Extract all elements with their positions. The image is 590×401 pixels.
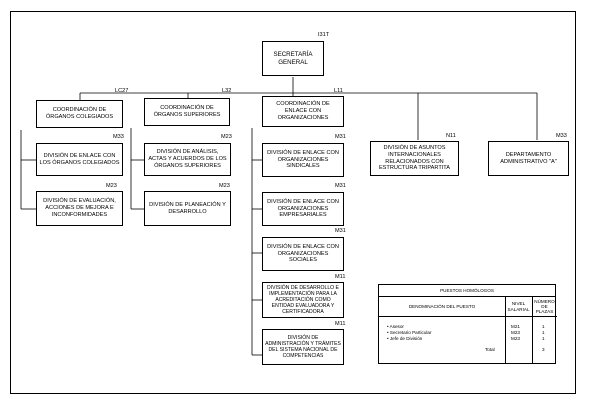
box-div-evaluacion[interactable]: DIVISIÓN DE EVALUACIÓN, ACCIONES DE MEJO… [36, 191, 123, 226]
code-div-analisis-actas: M23 [221, 134, 232, 140]
box-div-sindicales[interactable]: DIVISIÓN DE ENLACE CON ORGANIZACIONES SI… [262, 143, 344, 177]
puestos-homologos-table: PUESTOS HOMÓLOGOS DENOMINACIÓN DEL PUEST… [378, 284, 557, 364]
box-div-sociales[interactable]: DIVISIÓN DE ENLACE CON ORGANIZACIONES SO… [262, 237, 344, 271]
code-div-planeacion: M23 [219, 183, 230, 189]
root-box-secretaria-general[interactable]: SECRETARÍA GENERAL [262, 41, 324, 76]
box-depto-administrativo[interactable]: DEPARTAMENTO ADMINISTRATIVO "A" [488, 141, 569, 176]
level1-code-enlace: L11 [334, 88, 343, 94]
label-div-planeacion: DIVISIÓN DE PLANEACIÓN Y DESARROLLO [149, 201, 226, 215]
label-coord-organos-superiores: COORDINACIÓN DE ÓRGANOS SUPERIORES [153, 105, 221, 118]
row-nivel: M23 [511, 330, 520, 335]
table-row: • Asesor M21 1 [379, 324, 555, 330]
label-div-sociales: DIVISIÓN DE ENLACE CON ORGANIZACIONES SO… [267, 243, 339, 264]
label-depto-administrativo: DEPARTAMENTO ADMINISTRATIVO "A" [500, 151, 557, 165]
box-div-enlace-colegiados[interactable]: DIVISIÓN DE ENLACE CON LOS ÓRGANOS COLEG… [36, 143, 123, 176]
level1-code-colegiados: LC27 [115, 88, 129, 94]
table-total-row: Total 3 [379, 347, 555, 353]
total-label: Total [485, 347, 495, 352]
level1-code-administrativo: M33 [556, 133, 567, 139]
label-div-evaluacion: DIVISIÓN DE EVALUACIÓN, ACCIONES DE MEJO… [43, 198, 116, 218]
label-div-enlace-colegiados: DIVISIÓN DE ENLACE CON LOS ÓRGANOS COLEG… [39, 152, 120, 166]
label-div-administracion: DIVISIÓN DE ADMINISTRACIÓN Y TRÁMITES DE… [265, 334, 341, 360]
header-denominacion: DENOMINACIÓN DEL PUESTO [379, 297, 505, 317]
label-coord-organos-colegiados: COORDINACIÓN DE ÓRGANOS COLEGIADOS [45, 107, 114, 120]
box-coord-enlace-organizaciones[interactable]: COORDINACIÓN DE ENLACE CON ORGANIZACIONE… [262, 96, 344, 127]
table-row: • Jefe de División M23 1 [379, 336, 555, 342]
code-div-administracion: M11 [335, 321, 346, 327]
level1-code-internacionales: N11 [446, 133, 456, 139]
table-title: PUESTOS HOMÓLOGOS [379, 285, 555, 297]
code-div-evaluacion: M23 [106, 183, 117, 189]
row-plazas: 1 [542, 336, 545, 341]
code-div-sociales: M31 [335, 228, 346, 234]
row-plazas: 1 [542, 324, 545, 329]
label-div-sindicales: DIVISIÓN DE ENLACE CON ORGANIZACIONES SI… [267, 149, 339, 170]
table-divider-2 [532, 297, 533, 363]
page-frame [10, 11, 576, 394]
label-div-acreditacion: DIVISIÓN DE DESARROLLO E IMPLEMENTACIÓN … [267, 284, 339, 316]
level1-code-superiores: L32 [222, 88, 232, 94]
root-code: I31T [318, 32, 330, 38]
row-nivel: M21 [511, 324, 520, 329]
root-label: SECRETARÍA GENERAL [273, 51, 313, 66]
box-coord-organos-colegiados[interactable]: COORDINACIÓN DE ÓRGANOS COLEGIADOS [36, 100, 123, 128]
table-divider-1 [505, 297, 506, 363]
code-div-acreditacion: M11 [335, 274, 346, 280]
row-nivel: M23 [511, 336, 520, 341]
table-row: • Secretario Particular M23 1 [379, 330, 555, 336]
label-div-asuntos-internacionales: DIVISIÓN DE ASUNTOS INTERNACIONALES RELA… [378, 145, 451, 172]
label-div-empresariales: DIVISIÓN DE ENLACE CON ORGANIZACIONES EM… [267, 198, 339, 219]
box-coord-organos-superiores[interactable]: COORDINACIÓN DE ÓRGANOS SUPERIORES [144, 98, 230, 126]
box-div-empresariales[interactable]: DIVISIÓN DE ENLACE CON ORGANIZACIONES EM… [262, 192, 344, 226]
box-div-analisis-actas[interactable]: DIVISIÓN DE ANÁLISIS, ACTAS Y ACUERDOS D… [144, 143, 231, 176]
row-plazas: 1 [542, 330, 545, 335]
row-puesto: • Jefe de División [387, 336, 423, 341]
code-div-enlace-colegiados: M33 [113, 134, 124, 140]
code-div-sindicales: M31 [335, 134, 346, 140]
label-coord-enlace-organizaciones: COORDINACIÓN DE ENLACE CON ORGANIZACIONE… [276, 101, 330, 121]
header-numero: NÚMERO DE PLAZAS [532, 297, 557, 317]
header-nivel: NIVEL SALARIAL [505, 297, 532, 317]
box-div-planeacion[interactable]: DIVISIÓN DE PLANEACIÓN Y DESARROLLO [144, 191, 231, 226]
row-puesto: • Secretario Particular [387, 330, 432, 335]
total-value: 3 [542, 347, 545, 352]
code-div-empresariales: M31 [335, 183, 346, 189]
label-div-analisis-actas: DIVISIÓN DE ANÁLISIS, ACTAS Y ACUERDOS D… [148, 149, 227, 169]
box-div-asuntos-internacionales[interactable]: DIVISIÓN DE ASUNTOS INTERNACIONALES RELA… [370, 141, 459, 176]
box-div-administracion[interactable]: DIVISIÓN DE ADMINISTRACIÓN Y TRÁMITES DE… [262, 329, 344, 365]
row-puesto: • Asesor [387, 324, 404, 329]
box-div-acreditacion[interactable]: DIVISIÓN DE DESARROLLO E IMPLEMENTACIÓN … [262, 282, 344, 318]
